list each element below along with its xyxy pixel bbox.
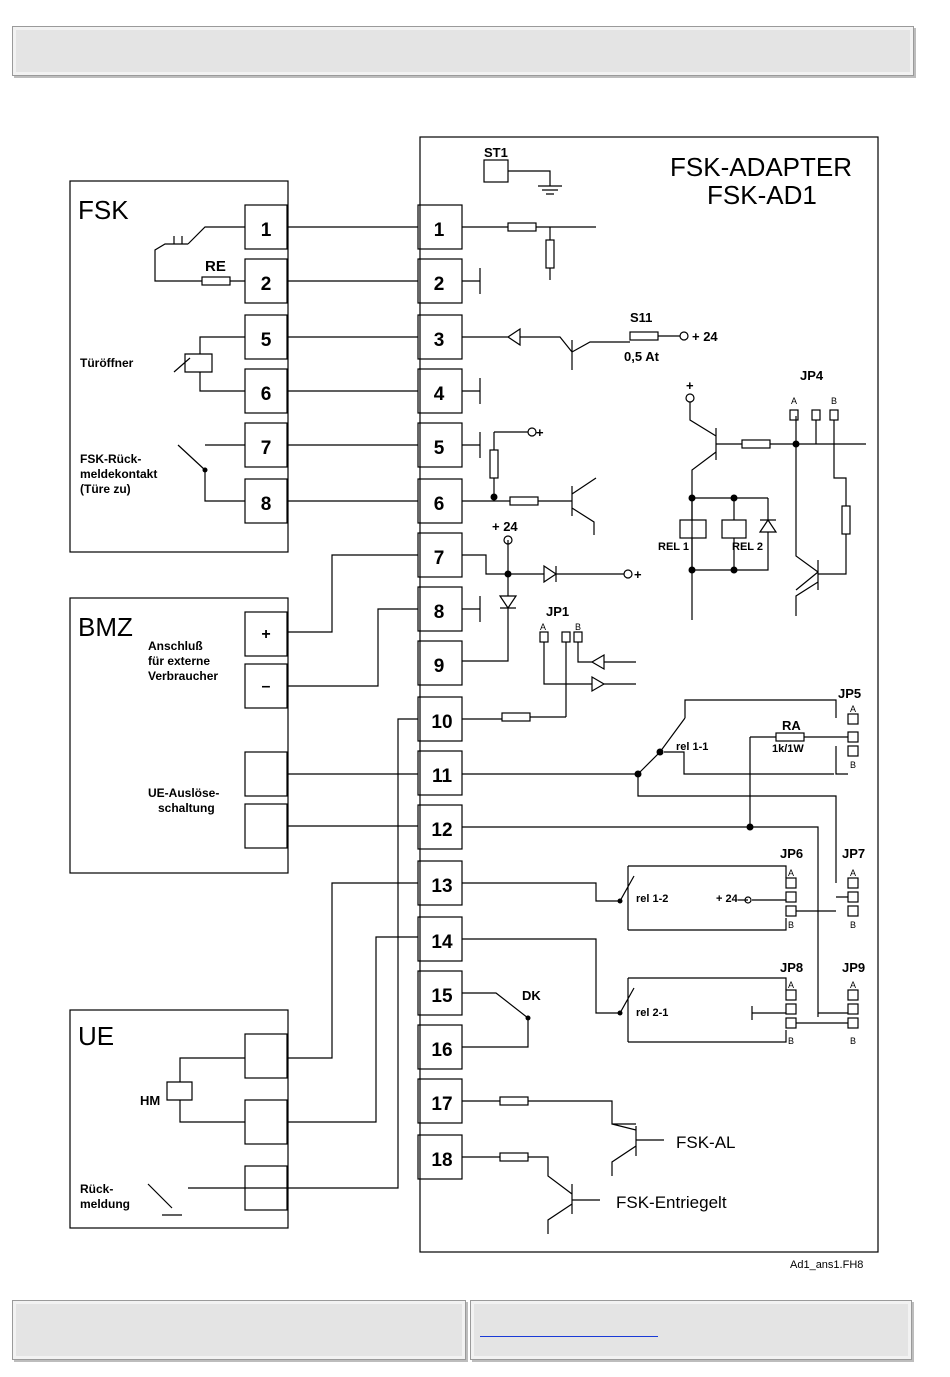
junction-dots [202,440,800,1021]
fsk-al-label: FSK-AL [676,1133,736,1152]
adapter-terminal: 18 [431,1150,452,1171]
jp7-label: JP7 [842,846,865,861]
st1-label: ST1 [484,145,508,160]
fsk-entriegelt-label: FSK-Entriegelt [616,1193,727,1212]
bmz-ue-line2: schaltung [158,801,215,815]
jp4-a: A [791,396,797,406]
jp6-label: JP6 [780,846,803,861]
adapter-terminal: 6 [434,494,445,515]
bmz-terminal-boxes [244,611,288,849]
ue-terminal-boxes [244,1033,288,1211]
jp8-a: A [788,980,794,990]
fsk-terminal: 7 [261,438,272,459]
adapter-terminal: 10 [431,712,452,733]
jp1-b: B [575,622,581,632]
jp1-a: A [540,622,546,632]
s11-rating: 0,5 At [624,349,660,364]
row7-plus24: + 24 [492,519,518,534]
adapter-terminal: 14 [431,932,453,953]
adapter-terminal: 11 [432,766,453,787]
adapter-frame [419,136,879,1253]
bmz-ext-line3: Verbraucher [148,669,218,683]
s11-label: S11 [630,310,652,325]
adapter-title-line1: FSK-ADAPTER [670,152,852,182]
file-reference: Ad1_ans1.FH8 [790,1259,863,1271]
adapter-terminal: 8 [434,602,445,623]
adapter-terminal: 13 [431,876,452,897]
fsk-terminal-boxes [244,204,288,524]
jp6-b: B [788,920,794,930]
ra-value: 1k/1W [772,743,804,755]
jp4-b: B [831,396,837,406]
fsk-terminal: 1 [261,220,272,241]
hm-label: HM [140,1093,160,1108]
adapter-terminal: 15 [431,986,453,1007]
ue-title: UE [78,1021,114,1051]
adapter-terminal-boxes [417,204,463,1180]
adapter-title-line2: FSK-AD1 [707,180,817,210]
bmz-ext-line1: Anschluß [148,639,203,653]
jp5-b: B [850,760,856,770]
rel1-label: REL 1 [658,541,689,553]
adapter-terminal: 7 [434,548,445,569]
fsk-feedback-line3: (Türe zu) [80,482,131,496]
jp8-b: B [788,1036,794,1046]
footer-left-panel [12,1300,466,1360]
dk-label: DK [522,988,541,1003]
adapter-terminal: 3 [434,330,445,351]
adapter-terminal: 9 [434,656,445,677]
bmz-ext-line2: für externe [148,654,210,668]
fsk-terminal: 5 [261,330,272,351]
adapter-terminal: 17 [431,1094,452,1115]
footer-link[interactable] [480,1322,658,1337]
adapter-terminal: 2 [434,274,445,295]
ra-label: RA [782,718,801,733]
adapter-terminal: 1 [434,220,445,241]
adapter-terminal: 16 [431,1040,452,1061]
jp4-label: JP4 [800,368,824,383]
jp9-label: JP9 [842,960,865,975]
row7-plus: + [634,567,642,582]
fsk-terminal: 6 [261,384,272,405]
jp9-b: B [850,1036,856,1046]
ue-feedback-line2: meldung [80,1197,130,1211]
fsk-title: FSK [78,195,129,225]
jp6-a: A [788,868,794,878]
fsk-terminal: 2 [261,274,272,295]
bmz-title: BMZ [78,612,133,642]
jp7-a: A [850,868,856,878]
fsk-feedback-line1: FSK-Rück- [80,452,141,466]
bmz-plus: + [261,626,270,643]
jp1-label: JP1 [546,604,569,619]
adapter-terminal: 4 [434,384,445,405]
ue-feedback-line1: Rück- [80,1182,113,1196]
jp4-plus: + [686,378,694,393]
adapter-terminal: 5 [434,438,445,459]
adapter-terminal: 12 [431,820,452,841]
header-bar [12,26,914,76]
rel12-plus24: + 24 [716,893,739,905]
jp5-label: JP5 [838,686,861,701]
door-opener-label: Türöffner [80,356,134,370]
jp5-a: A [850,704,856,714]
row5-plus: + [536,425,544,440]
rel2-label: REL 2 [732,541,763,553]
jp8-label: JP8 [780,960,803,975]
footer-right-panel [470,1300,912,1360]
jp9-a: A [850,980,856,990]
bmz-minus: – [262,678,271,695]
fsk-frame [69,180,289,553]
rel12-label: rel 1-2 [636,893,668,905]
fsk-terminal: 8 [261,494,272,515]
re-label: RE [205,258,226,275]
rel11-label: rel 1-1 [676,741,708,753]
jp7-b: B [850,920,856,930]
fsk-feedback-line2: meldekontakt [80,467,157,481]
rel21-label: rel 2-1 [636,1007,668,1019]
bmz-ue-line1: UE-Auslöse- [148,786,219,800]
ue-frame [69,1009,289,1229]
s11-plus24: + 24 [692,329,718,344]
bmz-frame [69,597,289,874]
